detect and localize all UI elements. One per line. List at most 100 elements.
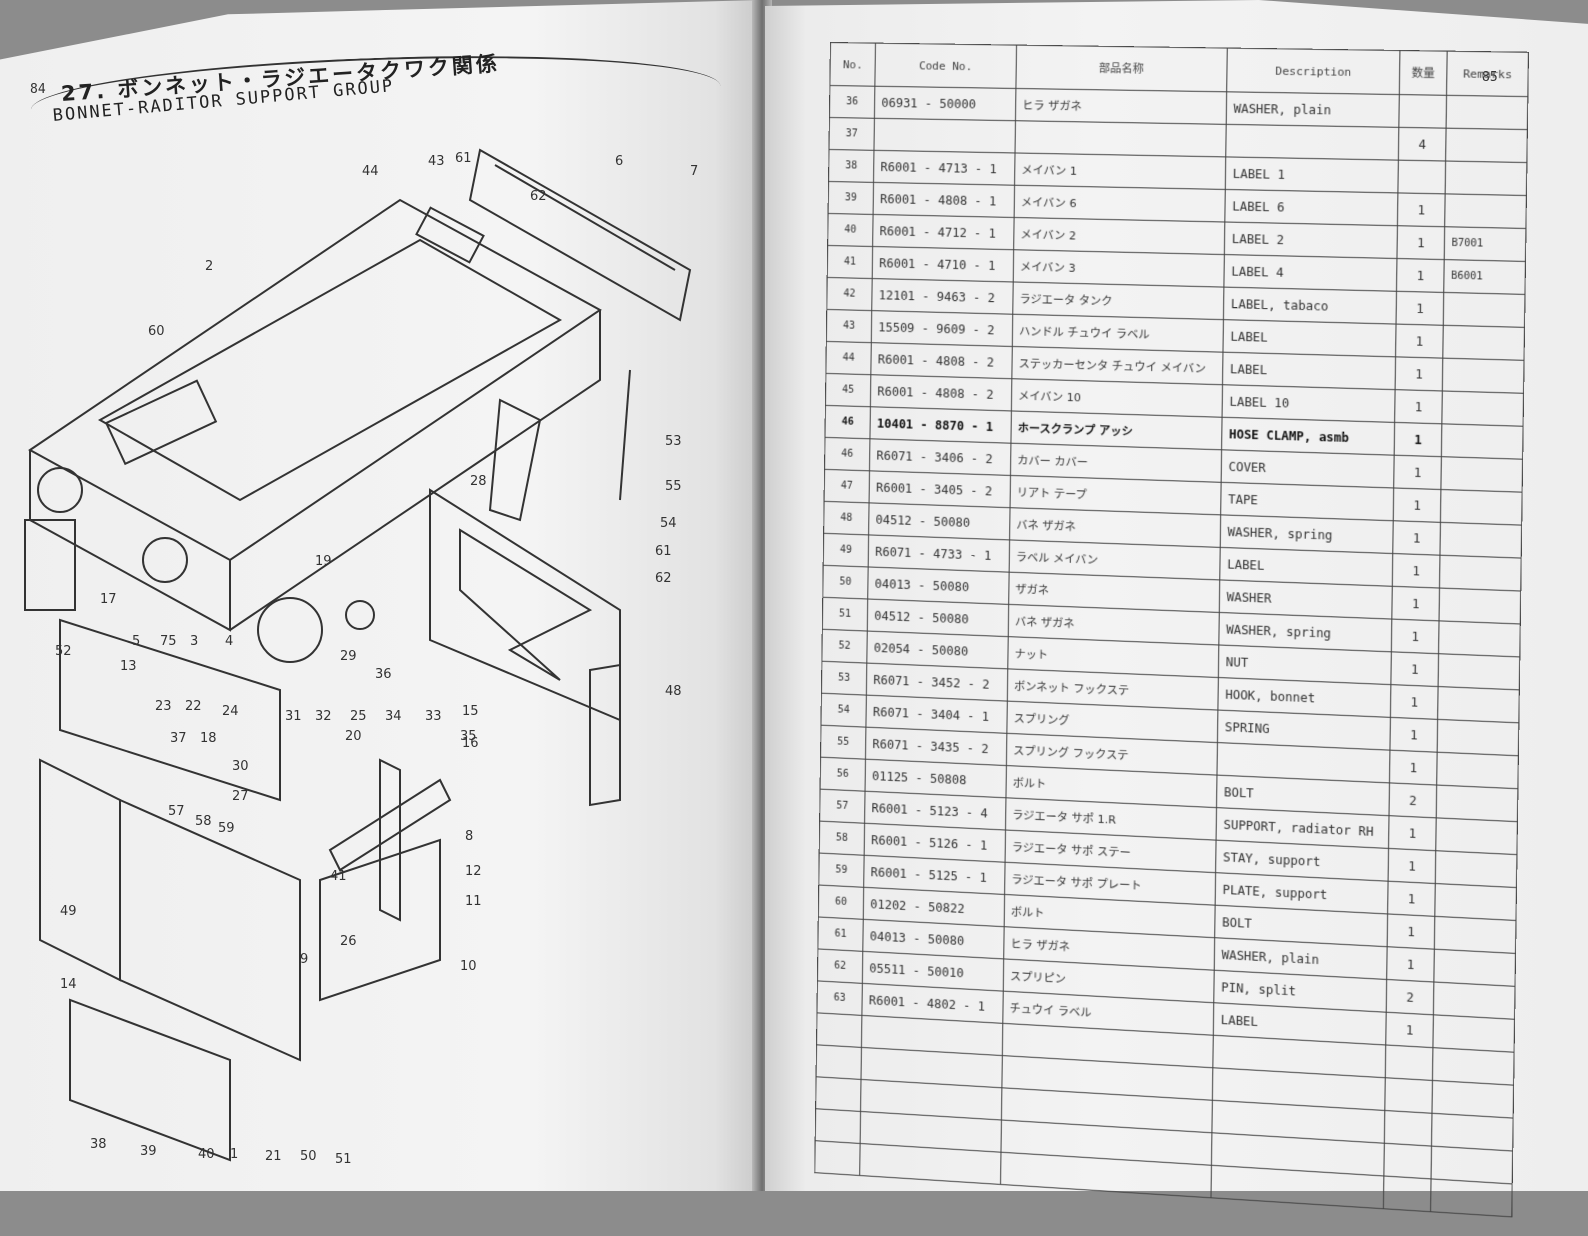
cell-qty: 1 (1390, 651, 1439, 687)
cell-code: R6001 - 4712 - 1 (872, 214, 1015, 250)
cell-no (816, 1012, 863, 1048)
cell-rem (1438, 620, 1521, 657)
cell-desc: LABEL (1222, 352, 1396, 390)
cell-no: 38 (828, 149, 875, 183)
cell-rem (1441, 423, 1524, 460)
cell-qty: 1 (1385, 1012, 1434, 1048)
cell-qty: 1 (1396, 258, 1445, 293)
cell-rem (1435, 850, 1517, 888)
cell-no: 40 (827, 213, 874, 247)
callout: 50 (300, 1149, 317, 1164)
cell-code: R6071 - 3406 - 2 (869, 438, 1011, 476)
cell-rem (1433, 982, 1516, 1020)
cell-no: 54 (820, 693, 867, 728)
callout: 4 (225, 634, 233, 649)
cell-qty: 1 (1397, 192, 1446, 227)
cell-no: 58 (819, 821, 865, 856)
cell-qty: 1 (1396, 225, 1445, 260)
cell-code (874, 118, 1016, 153)
callout: 35 (460, 729, 477, 744)
cell-qty (1385, 1044, 1434, 1081)
cell-no: 44 (825, 341, 872, 375)
cell-no: 52 (821, 629, 868, 664)
callout: 30 (232, 759, 249, 774)
cell-no: 36 (829, 85, 876, 119)
cell-qty (1383, 1143, 1432, 1179)
cell-qty: 1 (1388, 848, 1436, 884)
cell-no (816, 1044, 862, 1080)
callout: 62 (530, 189, 547, 204)
callout: 2 (205, 259, 213, 274)
cell-rem (1440, 522, 1522, 559)
callout: 60 (148, 324, 165, 339)
header-description: Description (1227, 48, 1400, 95)
cell-code: 12101 - 9463 - 2 (871, 278, 1014, 315)
cell-no (815, 1076, 862, 1112)
cell-code: 04512 - 50080 (868, 502, 1011, 540)
cell-qty: 1 (1395, 324, 1444, 359)
callout: 37 (170, 731, 187, 746)
cell-desc: LABEL 6 (1225, 189, 1398, 226)
callout: 9 (300, 952, 308, 967)
cell-no: 47 (824, 469, 870, 503)
cell-rem (1438, 653, 1520, 690)
callout: 55 (665, 479, 682, 494)
cell-qty: 1 (1391, 586, 1440, 621)
cell-jp: ラジエータ タンク (1012, 281, 1225, 320)
callout: 8 (465, 829, 473, 844)
parts-list: No. Code No. 部品名称 Description 数量 Remarks… (814, 42, 1529, 1236)
callout: 51 (335, 1152, 352, 1167)
cell-rem (1439, 588, 1521, 624)
cell-rem (1446, 95, 1528, 130)
left-page: 84 27. ボンネット・ラジエータクワク関係 BONNET-RADITOR S… (0, 0, 760, 1191)
cell-desc: LABEL, tabaco (1223, 287, 1397, 325)
callout: 38 (90, 1137, 107, 1152)
cell-no: 53 (821, 661, 868, 696)
cell-jp: メイバン 2 (1013, 217, 1226, 255)
cell-rem (1436, 752, 1519, 789)
cell-qty: 1 (1392, 553, 1441, 589)
callout: 32 (315, 709, 332, 724)
callout: 25 (350, 709, 367, 724)
cell-code: 06931 - 50000 (874, 86, 1016, 121)
cell-rem (1445, 128, 1528, 163)
header-code: Code No. (875, 43, 1017, 89)
cell-rem (1433, 1014, 1515, 1053)
callout: 1 (230, 1147, 238, 1162)
cell-rem: B7001 (1444, 226, 1526, 262)
cell-qty: 1 (1387, 913, 1436, 950)
cell-qty: 1 (1393, 487, 1442, 523)
cell-qty: 4 (1398, 127, 1447, 162)
cell-no: 56 (820, 757, 866, 792)
cell-no: 57 (819, 789, 866, 824)
cell-no: 45 (825, 373, 872, 407)
cell-jp (1015, 120, 1227, 157)
cell-code: R6001 - 4808 - 1 (873, 182, 1015, 218)
cell-no: 42 (826, 277, 873, 311)
cell-qty: 1 (1389, 717, 1438, 753)
cell-jp: メイバン 3 (1013, 249, 1225, 288)
callout: 49 (60, 904, 77, 919)
callout: 11 (465, 894, 482, 909)
callout: 5 (132, 634, 140, 649)
cell-qty (1384, 1077, 1433, 1114)
cell-no: 39 (828, 181, 874, 215)
cell-desc: LABEL 2 (1224, 222, 1398, 259)
callout: 23 (155, 699, 172, 714)
cell-no: 55 (820, 725, 867, 760)
cell-code: 10401 - 8870 - 1 (870, 406, 1012, 444)
cell-qty (1398, 94, 1447, 129)
callout: 57 (168, 804, 185, 819)
cell-rem (1434, 949, 1516, 987)
cell-no: 37 (829, 117, 875, 151)
cell-rem (1435, 817, 1518, 855)
cell-rem (1444, 193, 1527, 229)
cell-no: 59 (818, 853, 865, 888)
cell-desc (1226, 124, 1399, 161)
callout: 54 (660, 516, 677, 531)
exploded-parts-diagram: 44 43 61 6 7 2 62 60 53 55 54 61 62 28 1… (24, 148, 698, 1167)
cell-rem (1445, 161, 1527, 196)
cell-no: 46 (824, 437, 871, 471)
callout: 52 (55, 644, 72, 659)
